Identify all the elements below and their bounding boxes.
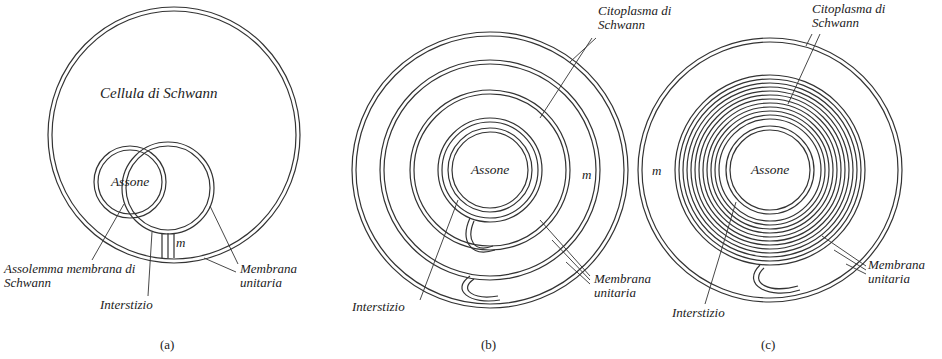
axon-name: Assone: [94, 174, 166, 190]
part-label: Interstizio: [672, 306, 725, 320]
axon: Assone: [448, 128, 532, 212]
label-holder: Assolemma membrana di Schwann: [4, 262, 144, 290]
label-holder: m: [652, 164, 661, 178]
panel-letter: (b): [481, 338, 496, 352]
panel-letter: (c): [761, 338, 775, 352]
axon: Assone: [94, 146, 166, 218]
panel-letter: (a): [160, 338, 174, 352]
axon: Assone: [726, 126, 814, 214]
label-holder: (b): [481, 338, 496, 352]
label-holder: (c): [761, 338, 775, 352]
label-holder: m: [582, 168, 591, 182]
label-holder: Membrana unitaria: [594, 272, 664, 300]
callout-letter: m: [176, 236, 185, 250]
schwann-cell: Cellula di SchwannAssone: [48, 7, 300, 263]
part-label: Membrana unitaria: [240, 262, 310, 290]
label-holder: Citoplasma di Schwann: [598, 4, 678, 32]
cell-name: Cellula di Schwann: [100, 85, 218, 101]
part-label: Citoplasma di Schwann: [598, 4, 678, 32]
label-holder: Interstizio: [352, 300, 405, 314]
label-holder: Citoplasma di Schwann: [812, 2, 892, 30]
cell-outline: [48, 7, 300, 263]
callout-letter: m: [652, 164, 661, 178]
label-holder: Interstizio: [672, 306, 725, 320]
part-label: Membrana unitaria: [868, 258, 936, 286]
axon-name: Assone: [448, 162, 532, 178]
callout-letter: m: [582, 168, 591, 182]
part-label: Assolemma membrana di Schwann: [4, 262, 144, 290]
label-holder: Membrana unitaria: [868, 258, 936, 286]
part-label: Citoplasma di Schwann: [812, 2, 892, 30]
label-holder: (a): [160, 338, 174, 352]
part-label: Interstizio: [352, 300, 405, 314]
axon-name: Assone: [726, 162, 814, 178]
label-holder: Interstizio: [100, 298, 153, 312]
part-label: Membrana unitaria: [594, 272, 664, 300]
label-holder: Membrana unitaria: [240, 262, 310, 290]
part-label: Interstizio: [100, 298, 153, 312]
label-holder: m: [176, 236, 185, 250]
